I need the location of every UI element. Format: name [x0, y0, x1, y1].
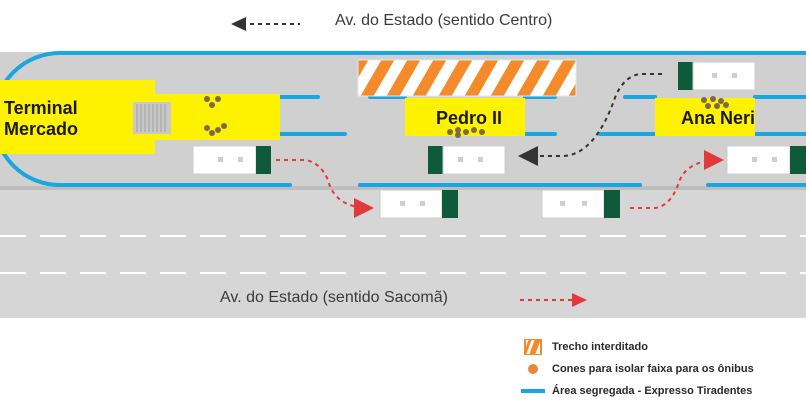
legend-item-cones: Cones para isolar faixa para os ônibus	[514, 358, 754, 380]
red-route-arrow-2	[630, 150, 724, 209]
bottom-direction-label: Av. do Estado (sentido Sacomã)	[220, 289, 448, 306]
segregated-lane-icon	[514, 388, 552, 394]
dark-route-arrow	[518, 73, 662, 166]
cone-icon	[514, 363, 552, 375]
bus-1	[192, 145, 271, 175]
cones-terminal	[204, 96, 227, 136]
legend-item-segregated: Área segregada - Expresso Tiradentes	[514, 380, 754, 402]
pedro-station-label: Pedro II	[436, 108, 503, 128]
legend-label-closed: Trecho interditado	[552, 341, 648, 353]
legend-label-cones: Cones para isolar faixa para os ônibus	[552, 363, 754, 375]
legend-item-closed: Trecho interditado	[514, 336, 754, 358]
terminal-label-line1: Terminal	[4, 98, 78, 118]
terminal-grille	[133, 102, 171, 134]
cones-ana	[701, 96, 729, 109]
direction-arrow-left	[231, 17, 300, 31]
cones-pedro	[447, 127, 485, 138]
direction-arrow-right	[520, 293, 587, 307]
legend-label-segregated: Área segregada - Expresso Tiradentes	[552, 385, 753, 397]
top-direction-label: Av. do Estado (sentido Centro)	[335, 12, 553, 29]
bus-3	[726, 145, 806, 175]
terminal-station-main	[0, 80, 155, 154]
lane-dashes	[0, 235, 806, 274]
ana-station-label: Ana Neri	[681, 108, 756, 128]
bus-2	[428, 145, 506, 175]
bus-4	[678, 61, 756, 91]
terminal-label-line2: Mercado	[4, 119, 79, 139]
terminal-station-label: Terminal Mercado	[4, 98, 78, 140]
ana-station	[655, 98, 755, 136]
closed-section	[358, 60, 576, 96]
bus-6	[541, 189, 620, 219]
legend: Trecho interditado Cones para isolar fai…	[514, 336, 754, 402]
closed-section-icon	[514, 339, 552, 355]
bus-5	[379, 189, 458, 219]
red-route-arrow-1	[276, 159, 374, 218]
road-median	[0, 186, 806, 190]
